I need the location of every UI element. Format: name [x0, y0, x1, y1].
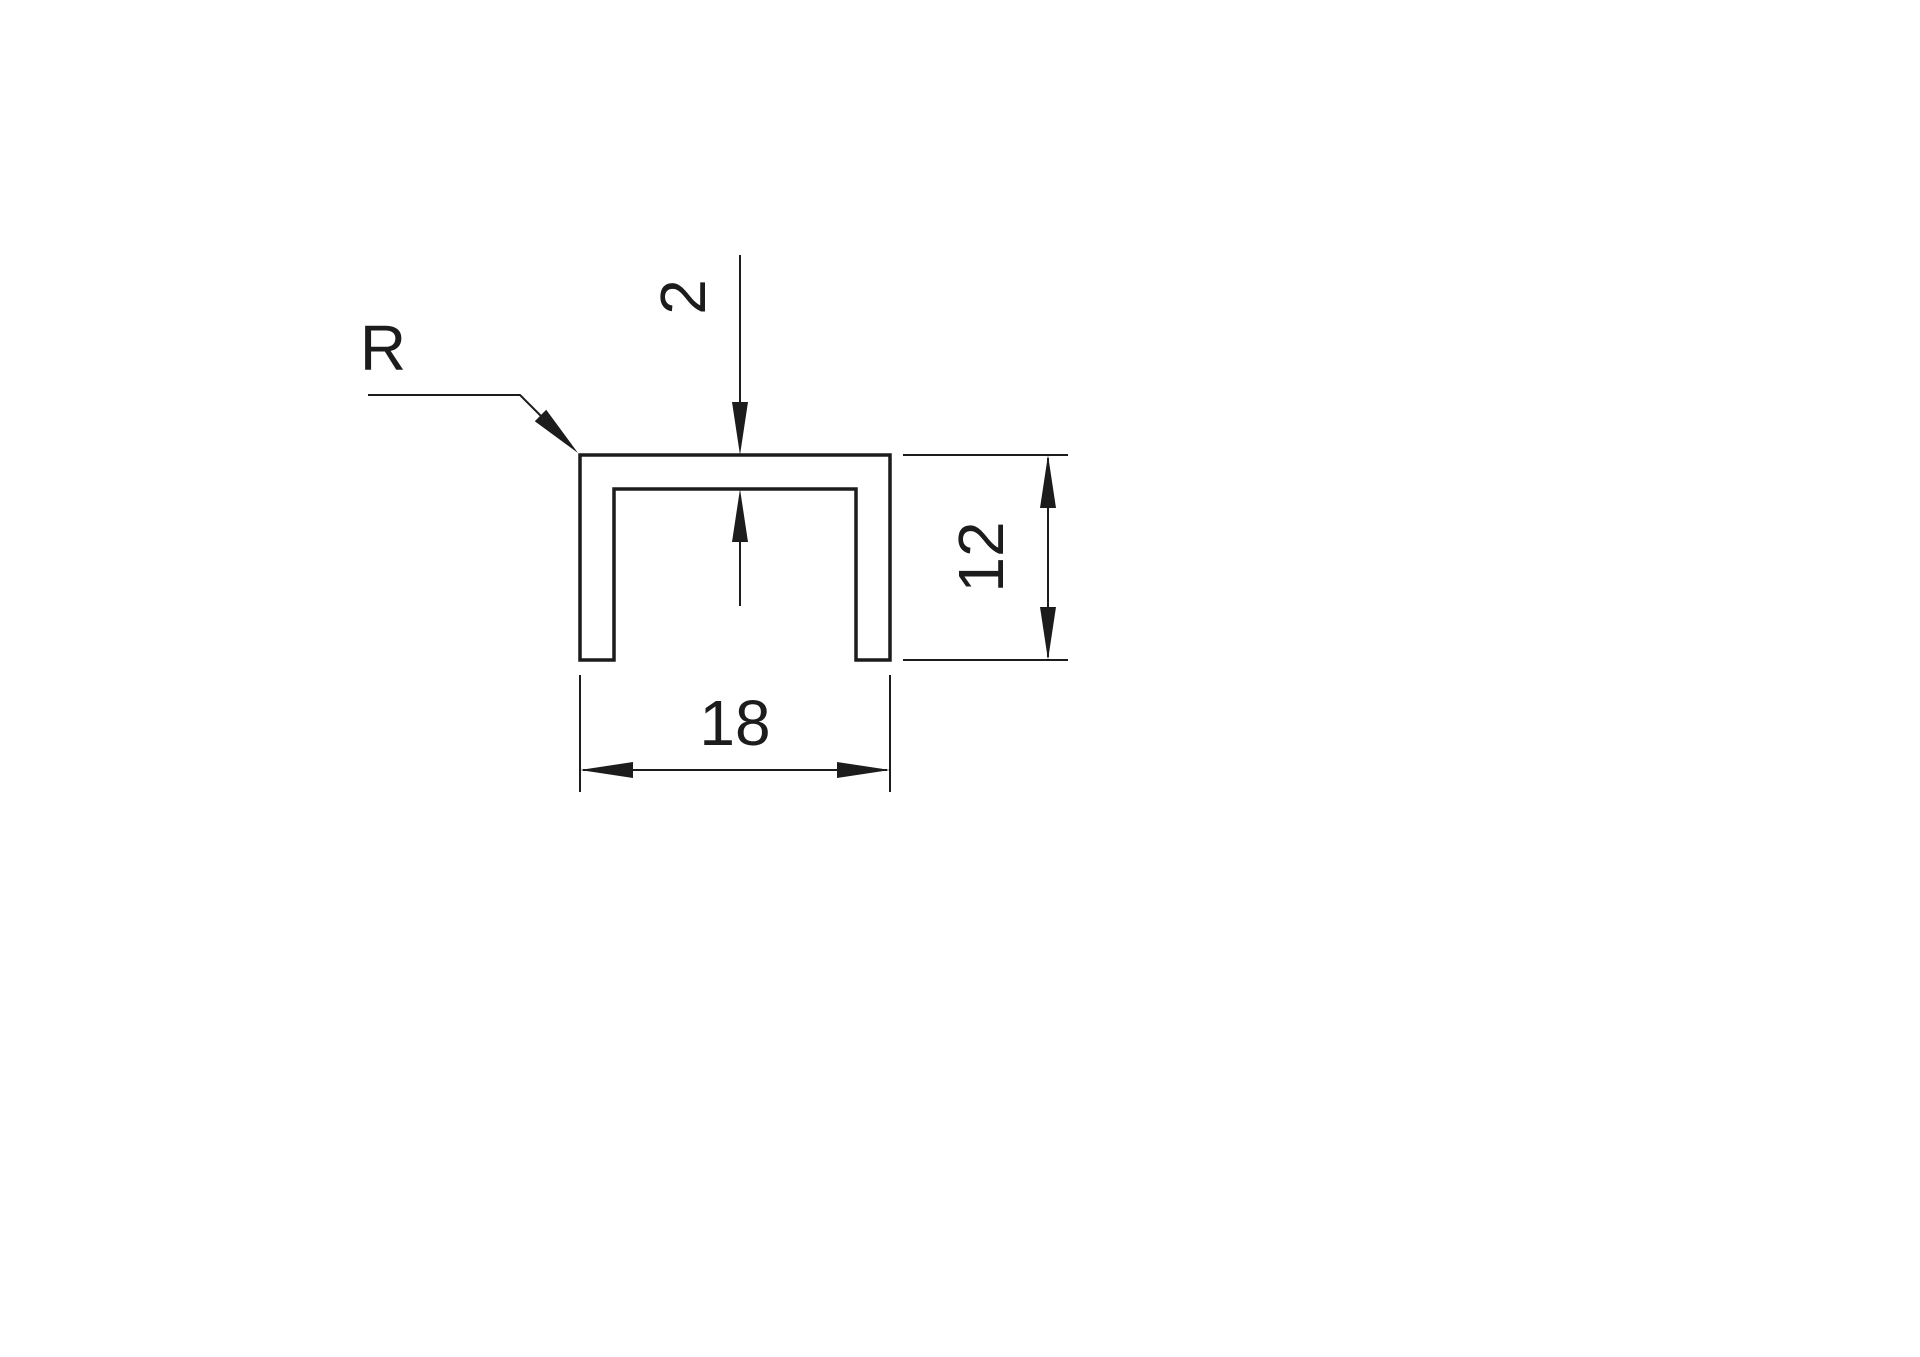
width-arrowhead-right: [837, 762, 890, 778]
height-arrowhead-bottom: [1040, 607, 1056, 660]
profile-outline: [578, 453, 892, 662]
dimension-radius: R: [360, 312, 578, 453]
radius-leader-line: [368, 394, 553, 428]
radius-leader-arrowhead: [534, 409, 578, 453]
dimension-height: 12: [903, 454, 1068, 661]
dimension-label-wall-thickness: 2: [647, 279, 719, 315]
dimension-width: 18: [579, 675, 891, 792]
u-channel-profile: [578, 453, 892, 662]
dimension-wall-thickness: 2: [647, 255, 748, 606]
dimension-label-radius: R: [360, 312, 406, 384]
dimension-label-height: 12: [945, 521, 1017, 592]
wall-thickness-lower-arrowhead: [732, 489, 748, 542]
wall-thickness-upper-arrowhead: [732, 402, 748, 455]
dimension-label-width: 18: [699, 687, 770, 759]
width-arrowhead-left: [580, 762, 633, 778]
height-arrowhead-top: [1040, 455, 1056, 508]
